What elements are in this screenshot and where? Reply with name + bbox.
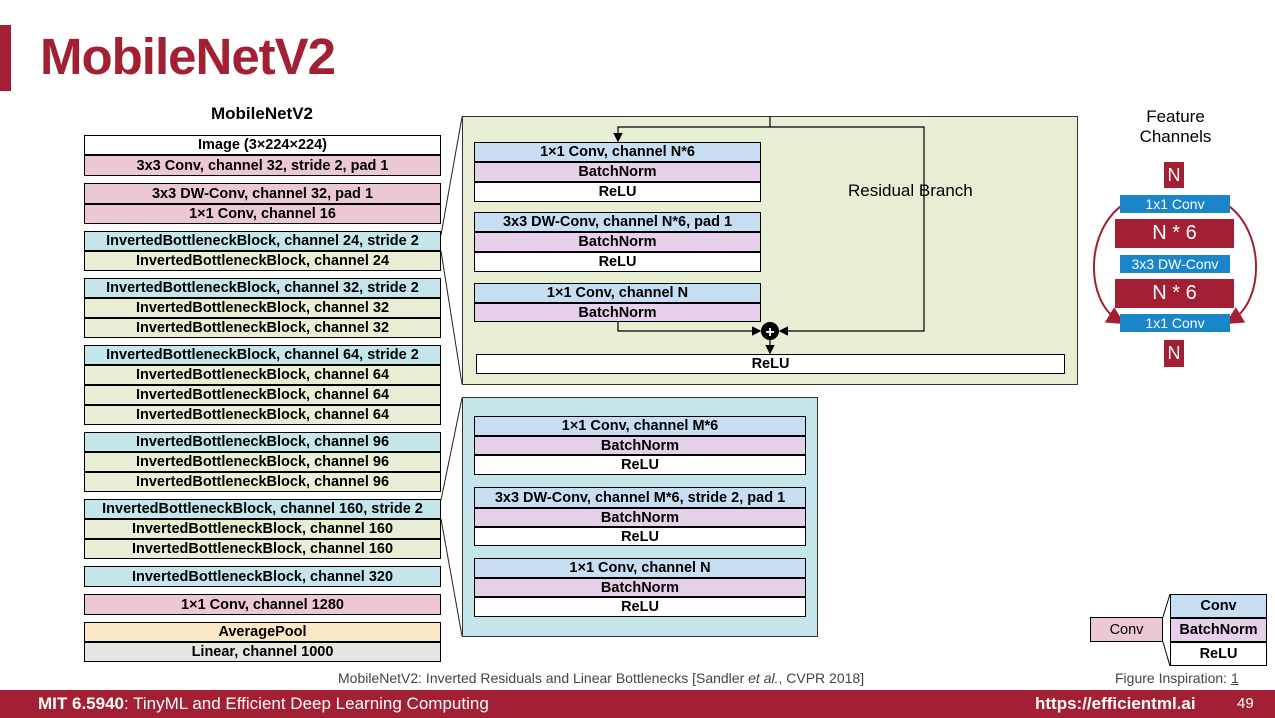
residual-layer: ReLU xyxy=(474,182,761,202)
arch-row: Image (3×224×224) xyxy=(84,135,441,155)
arch-row: InvertedBottleneckBlock, channel 64, str… xyxy=(84,345,441,365)
stride-layer: 1×1 Conv, channel N xyxy=(474,558,806,578)
arch-row: 1×1 Conv, channel 16 xyxy=(84,204,441,224)
arch-row: 1×1 Conv, channel 1280 xyxy=(84,594,441,615)
feature-n-bottom: N xyxy=(1164,340,1184,367)
residual-final-relu: ReLU xyxy=(476,354,1065,374)
residual-branch-label: Residual Branch xyxy=(848,181,973,200)
architecture-title: MobileNetV2 xyxy=(210,104,314,123)
stride-layer: 3x3 DW-Conv, channel M*6, stride 2, pad … xyxy=(474,487,806,508)
residual-layer: BatchNorm xyxy=(474,303,761,322)
arch-row: InvertedBottleneckBlock, channel 32 xyxy=(84,318,441,338)
slide-title: MobileNetV2 xyxy=(40,28,336,85)
feature-dwconv: 3x3 DW-Conv xyxy=(1120,255,1230,273)
arch-row: InvertedBottleneckBlock, channel 320 xyxy=(84,566,441,587)
arch-row: InvertedBottleneckBlock, channel 160 xyxy=(84,539,441,559)
figure-inspiration-label: Figure Inspiration: xyxy=(1115,670,1231,686)
add-icon xyxy=(761,322,779,340)
footer-course-name: : TinyML and Efficient Deep Learning Com… xyxy=(124,694,489,713)
arch-row: InvertedBottleneckBlock, channel 24, str… xyxy=(84,231,441,251)
arch-row: InvertedBottleneckBlock, channel 160, st… xyxy=(84,499,441,519)
arch-row: InvertedBottleneckBlock, channel 64 xyxy=(84,385,441,405)
footer-course-code: MIT 6.5940 xyxy=(38,694,124,713)
arch-row: InvertedBottleneckBlock, channel 64 xyxy=(84,405,441,425)
residual-layer: ReLU xyxy=(474,252,761,272)
stride-layer: ReLU xyxy=(474,527,806,546)
stride-layer: BatchNorm xyxy=(474,508,806,527)
footer-bar: MIT 6.5940: TinyML and Efficient Deep Le… xyxy=(0,690,1275,718)
footer-url[interactable]: https://efficientml.ai xyxy=(1035,694,1196,713)
arch-row: Linear, channel 1000 xyxy=(84,642,441,662)
feature-n-top: N xyxy=(1164,162,1184,188)
residual-layer: 1×1 Conv, channel N xyxy=(474,283,761,303)
stride-layer: ReLU xyxy=(474,455,806,475)
arch-row: AveragePool xyxy=(84,622,441,642)
footer-course: MIT 6.5940: TinyML and Efficient Deep Le… xyxy=(38,694,489,714)
citation-etal: et al. xyxy=(748,670,779,686)
stride-layer: BatchNorm xyxy=(474,578,806,597)
arch-row: 3x3 DW-Conv, channel 32, pad 1 xyxy=(84,183,441,204)
legend-item-relu: ReLU xyxy=(1170,642,1267,666)
page-number: 49 xyxy=(1237,695,1254,712)
figure-inspiration-link[interactable]: 1 xyxy=(1230,670,1239,686)
feature-title-line2: Channels xyxy=(1139,127,1212,146)
arch-row: InvertedBottleneckBlock, channel 96 xyxy=(84,472,441,492)
arch-row: InvertedBottleneckBlock, channel 96 xyxy=(84,432,441,452)
figure-inspiration: Figure Inspiration: 1 xyxy=(1115,670,1239,686)
legend-item-conv: Conv xyxy=(1170,594,1267,618)
legend-item-batchnorm: BatchNorm xyxy=(1170,618,1267,642)
arch-row: InvertedBottleneckBlock, channel 32, str… xyxy=(84,278,441,298)
add-symbol: + xyxy=(765,324,774,341)
residual-layer: 3x3 DW-Conv, channel N*6, pad 1 xyxy=(474,212,761,232)
feature-channels-title: Feature Channels xyxy=(1118,107,1233,147)
stride-layer: 1×1 Conv, channel M*6 xyxy=(474,416,806,436)
legend-conv: Conv xyxy=(1090,617,1163,642)
feature-expand2: N * 6 xyxy=(1115,279,1234,308)
stride-layer: BatchNorm xyxy=(474,436,806,455)
arch-row: 3x3 Conv, channel 32, stride 2, pad 1 xyxy=(84,155,441,176)
citation-suffix: , CVPR 2018] xyxy=(778,670,865,686)
stride-layer: ReLU xyxy=(474,597,806,617)
residual-layer: BatchNorm xyxy=(474,162,761,182)
arch-row: InvertedBottleneckBlock, channel 64 xyxy=(84,365,441,385)
citation: MobileNetV2: Inverted Residuals and Line… xyxy=(338,670,864,686)
feature-title-line1: Feature xyxy=(1146,107,1205,126)
feature-expand1: N * 6 xyxy=(1115,219,1234,248)
feature-conv2: 1x1 Conv xyxy=(1120,314,1230,332)
residual-layer: BatchNorm xyxy=(474,232,761,252)
arch-row: InvertedBottleneckBlock, channel 160 xyxy=(84,519,441,539)
feature-conv1: 1x1 Conv xyxy=(1120,195,1230,213)
arch-row: InvertedBottleneckBlock, channel 96 xyxy=(84,452,441,472)
title-accent-bar xyxy=(0,25,11,91)
citation-prefix: MobileNetV2: Inverted Residuals and Line… xyxy=(338,670,749,686)
arch-row: InvertedBottleneckBlock, channel 32 xyxy=(84,298,441,318)
residual-layer: 1×1 Conv, channel N*6 xyxy=(474,142,761,162)
arch-row: InvertedBottleneckBlock, channel 24 xyxy=(84,251,441,271)
